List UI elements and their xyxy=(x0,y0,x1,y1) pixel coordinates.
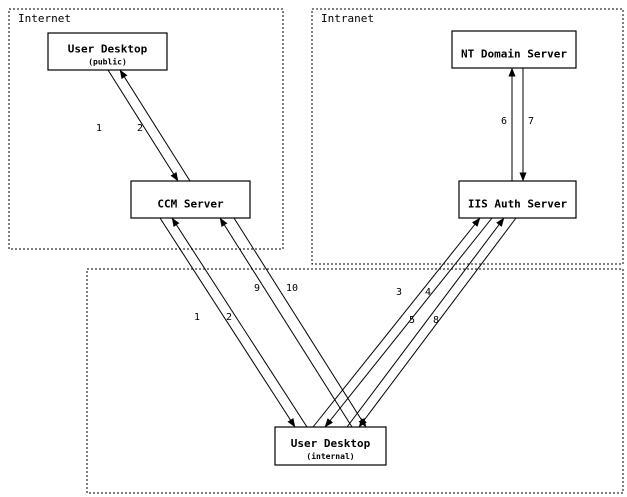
node-user-desktop-internal[interactable]: User Desktop(internal) xyxy=(274,426,387,466)
flow-arrow-flow-1-public xyxy=(107,69,179,182)
flow-arrow-flow-8 xyxy=(358,217,517,428)
flow-arrow-flow-2-internal xyxy=(171,217,308,428)
flow-label-flow-6: 6 xyxy=(501,116,507,127)
node-title-nt-domain-server: NT Domain Server xyxy=(461,48,567,61)
node-box-user-desktop-internal[interactable] xyxy=(274,426,387,466)
zone-boundary-internet xyxy=(8,8,284,250)
flow-label-flow-1-internal: 1 xyxy=(194,312,200,323)
flow-label-flow-4: 4 xyxy=(425,287,431,298)
flow-arrow-flow-10 xyxy=(233,217,367,428)
node-user-desktop-public[interactable]: User Desktop(public) xyxy=(47,32,168,71)
flow-arrow-flow-5 xyxy=(346,217,505,428)
zones-layer: Internet Intranet xyxy=(8,8,624,494)
flow-label-flow-2-internal: 2 xyxy=(226,312,232,323)
flows-layer xyxy=(107,67,527,428)
flow-label-flow-1-public: 1 xyxy=(96,123,102,134)
node-nt-domain-server[interactable]: NT Domain Server xyxy=(451,30,577,69)
node-title-iis-auth-server: IIS Auth Server xyxy=(468,198,568,211)
zone-internet: Internet xyxy=(8,8,284,250)
flow-labels-layer: 1 2 1 2 9 10 3 4 5 8 6 7 xyxy=(96,116,534,326)
flow-label-flow-2-public: 2 xyxy=(137,123,143,134)
zone-intranet: Intranet xyxy=(311,8,624,265)
node-iis-auth-server[interactable]: IIS Auth Server xyxy=(458,180,577,219)
zone-internal-network xyxy=(86,268,624,494)
flow-label-flow-9: 9 xyxy=(254,283,260,294)
zone-label-internet: Internet xyxy=(18,12,71,25)
node-title-user-desktop-internal: User Desktop xyxy=(291,437,371,450)
node-box-ccm-server[interactable] xyxy=(130,180,251,219)
node-box-nt-domain-server[interactable] xyxy=(451,30,577,69)
flow-label-flow-3: 3 xyxy=(396,287,402,298)
node-title-user-desktop-public: User Desktop xyxy=(68,43,148,56)
zone-label-intranet: Intranet xyxy=(321,12,374,25)
flow-arrow-flow-4 xyxy=(324,217,493,428)
node-subtitle-user-desktop-internal: (internal) xyxy=(306,451,354,461)
flow-arrow-flow-1-internal xyxy=(159,217,296,428)
flow-label-flow-10: 10 xyxy=(286,283,298,294)
flow-label-flow-8: 8 xyxy=(433,315,439,326)
flow-arrow-flow-2-public xyxy=(119,69,191,182)
node-subtitle-user-desktop-public: (public) xyxy=(88,57,127,67)
zone-boundary-internal-network xyxy=(86,268,624,494)
flow-label-flow-5: 5 xyxy=(409,315,415,326)
flow-arrow-flow-3 xyxy=(312,217,481,428)
zone-boundary-intranet xyxy=(311,8,624,265)
flow-arrow-flow-9 xyxy=(219,217,353,428)
node-ccm-server[interactable]: CCM Server xyxy=(130,180,251,219)
node-box-iis-auth-server[interactable] xyxy=(458,180,577,219)
node-box-user-desktop-public[interactable] xyxy=(47,32,168,71)
node-title-ccm-server: CCM Server xyxy=(157,198,224,211)
flow-label-flow-7: 7 xyxy=(528,116,534,127)
